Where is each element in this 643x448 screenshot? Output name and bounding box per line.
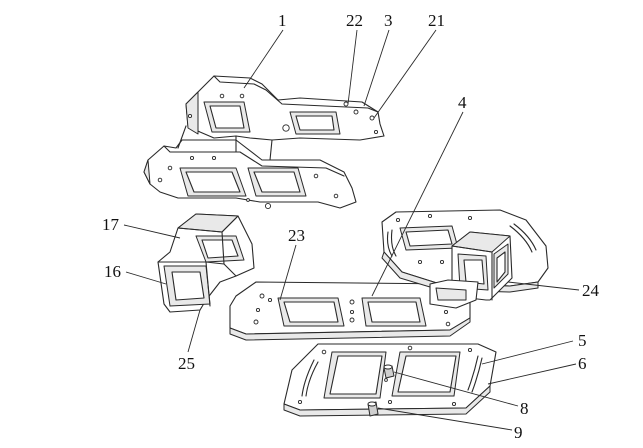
leader-22 xyxy=(347,29,358,105)
part-labels: 1 22 3 21 4 17 23 16 25 24 5 6 8 9 xyxy=(102,11,600,442)
leader-lines xyxy=(123,29,580,431)
label-3: 3 xyxy=(384,11,393,30)
leader-17 xyxy=(123,224,181,239)
leader-3 xyxy=(363,29,390,107)
label-24: 24 xyxy=(582,281,600,300)
label-16: 16 xyxy=(104,262,121,281)
leader-25 xyxy=(187,309,201,353)
label-5: 5 xyxy=(578,331,587,350)
label-1: 1 xyxy=(278,11,287,30)
leader-4 xyxy=(371,111,464,297)
middle-plate-part xyxy=(229,281,471,341)
leader-1 xyxy=(243,29,284,89)
leader-6 xyxy=(487,363,577,385)
leader-5 xyxy=(481,340,574,365)
label-9: 9 xyxy=(514,423,523,442)
leader-8 xyxy=(393,371,519,407)
label-22: 22 xyxy=(346,11,363,30)
label-21: 21 xyxy=(428,11,445,30)
label-6: 6 xyxy=(578,354,587,373)
leader-23 xyxy=(279,244,297,301)
label-17: 17 xyxy=(102,215,120,234)
leader-21 xyxy=(373,29,437,119)
label-25: 25 xyxy=(178,354,195,373)
label-23: 23 xyxy=(288,226,305,245)
lower-slide-plate-part xyxy=(283,343,497,417)
leader-16 xyxy=(125,271,167,285)
label-4: 4 xyxy=(458,93,467,112)
leader-24 xyxy=(507,281,580,291)
leader-9 xyxy=(377,407,513,431)
label-8: 8 xyxy=(520,399,529,418)
right-bracket-part xyxy=(381,209,549,309)
left-bracket-part xyxy=(157,213,255,313)
upper-frame-part xyxy=(143,75,385,210)
